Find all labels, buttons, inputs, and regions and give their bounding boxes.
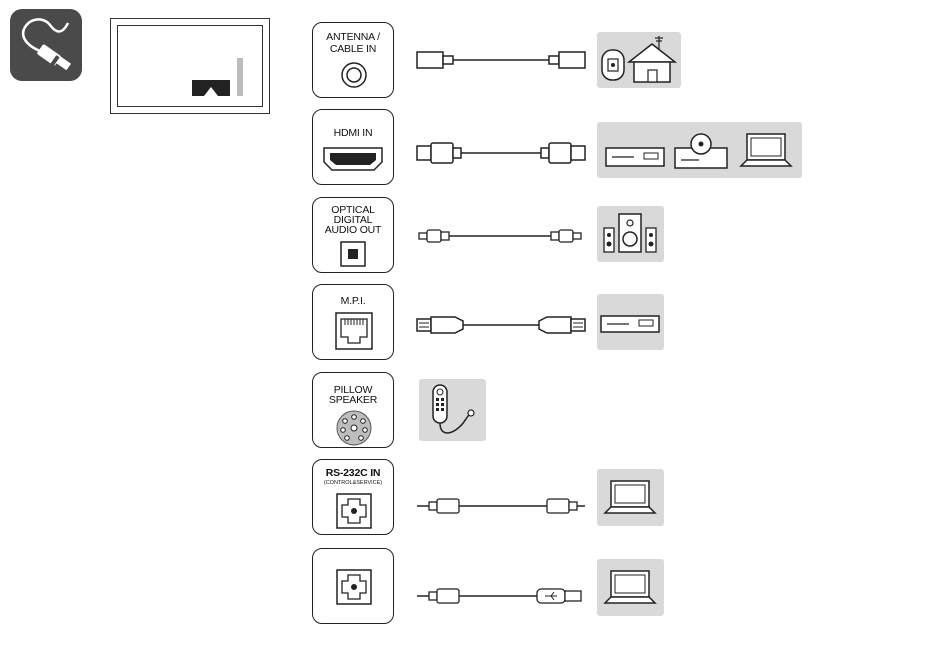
set-top-box-icon [604, 138, 666, 170]
device-panel-rs232c-usb [597, 559, 664, 616]
port-label-line: AUDIO OUT [313, 225, 393, 236]
laptop-icon [739, 132, 793, 172]
optical-cable-icon [415, 227, 587, 245]
port-rs232c-usb [312, 548, 394, 624]
rs232c-cable-icon [415, 497, 587, 515]
set-top-box-icon [597, 294, 664, 350]
hdmi-cable-icon [415, 140, 587, 166]
cable-connection-icon [10, 9, 82, 81]
port-label-line: CABLE IN [313, 44, 393, 55]
port-label-line: SPEAKER [313, 395, 393, 406]
optical-jack-icon [339, 240, 367, 268]
port-sublabel: (CONTROL&SERVICE) [313, 480, 393, 487]
port-label-line: HDMI IN [313, 128, 393, 139]
rs232c-usb-cable-icon [415, 587, 587, 605]
tv-rear-panel-diagram [110, 18, 270, 114]
speaker-system-icon [597, 206, 664, 262]
port-label-line: ANTENNA / [313, 32, 393, 43]
coax-jack-icon [340, 61, 368, 89]
rs232c-jack-icon [335, 492, 373, 530]
port-label-line: M.P.I. [313, 296, 393, 307]
disc-player-icon [673, 132, 729, 172]
port-optical-digital-audio-out: OPTICAL DIGITAL AUDIO OUT [312, 197, 394, 273]
rj45-jack-icon [334, 311, 374, 351]
port-rs232c-in: RS-232C IN (CONTROL&SERVICE) [312, 459, 394, 535]
tv-port-arrow-icon [204, 87, 218, 96]
port-label-line: RS-232C IN [313, 468, 393, 479]
din-jack-icon [334, 409, 374, 447]
pillow-speaker-remote-icon [419, 379, 486, 441]
coax-cable-icon [415, 48, 587, 72]
tv-side-port-strip [237, 58, 243, 96]
laptop-icon [597, 469, 664, 526]
port-antenna-cable-in: ANTENNA / CABLE IN [312, 22, 394, 98]
antenna-house-icon [597, 32, 681, 88]
port-mpi: M.P.I. [312, 284, 394, 360]
mpi-cable-icon [415, 314, 587, 336]
device-panel-optical [597, 206, 664, 262]
port-pillow-speaker: PILLOW SPEAKER [312, 372, 394, 448]
laptop-icon [597, 559, 664, 616]
device-panel-pillow [419, 379, 486, 441]
hdmi-jack-icon [322, 146, 384, 172]
port-hdmi-in: HDMI IN [312, 109, 394, 185]
device-panel-hdmi [597, 122, 802, 178]
rs232c-jack-icon [335, 568, 373, 606]
device-panel-mpi [597, 294, 664, 350]
device-panel-antenna [597, 32, 681, 88]
device-panel-rs232c [597, 469, 664, 526]
